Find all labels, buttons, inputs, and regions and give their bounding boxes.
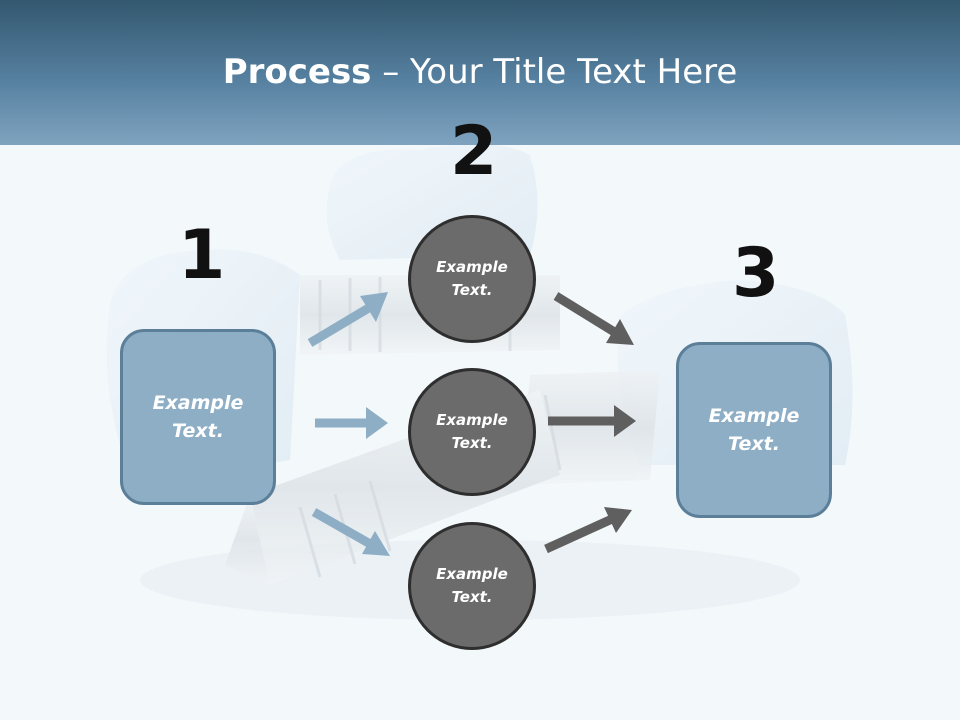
arrow-1-to-top-head (360, 292, 388, 322)
arrows-from-step-1 (307, 292, 390, 556)
arrow-bottom-to-3-head (604, 507, 632, 533)
arrow-1-to-bottom-head (362, 531, 390, 556)
arrow-top-to-3-head (606, 319, 634, 345)
arrow-1-to-middle-head (366, 407, 388, 439)
header-band (0, 0, 960, 145)
arrow-1-to-bottom (311, 508, 375, 549)
slide-title: Process – Your Title Text Here (222, 52, 738, 92)
arrow-bottom-to-3 (544, 514, 614, 554)
arrow-1-to-top (307, 302, 375, 347)
arrows-to-step-3 (544, 292, 636, 554)
step-number-2: 2 (450, 112, 498, 191)
step-number-1: 1 (178, 216, 226, 295)
arrow-middle-to-3-head (614, 405, 636, 437)
arrow-top-to-3 (553, 292, 619, 337)
step-number-3: 3 (732, 234, 780, 313)
